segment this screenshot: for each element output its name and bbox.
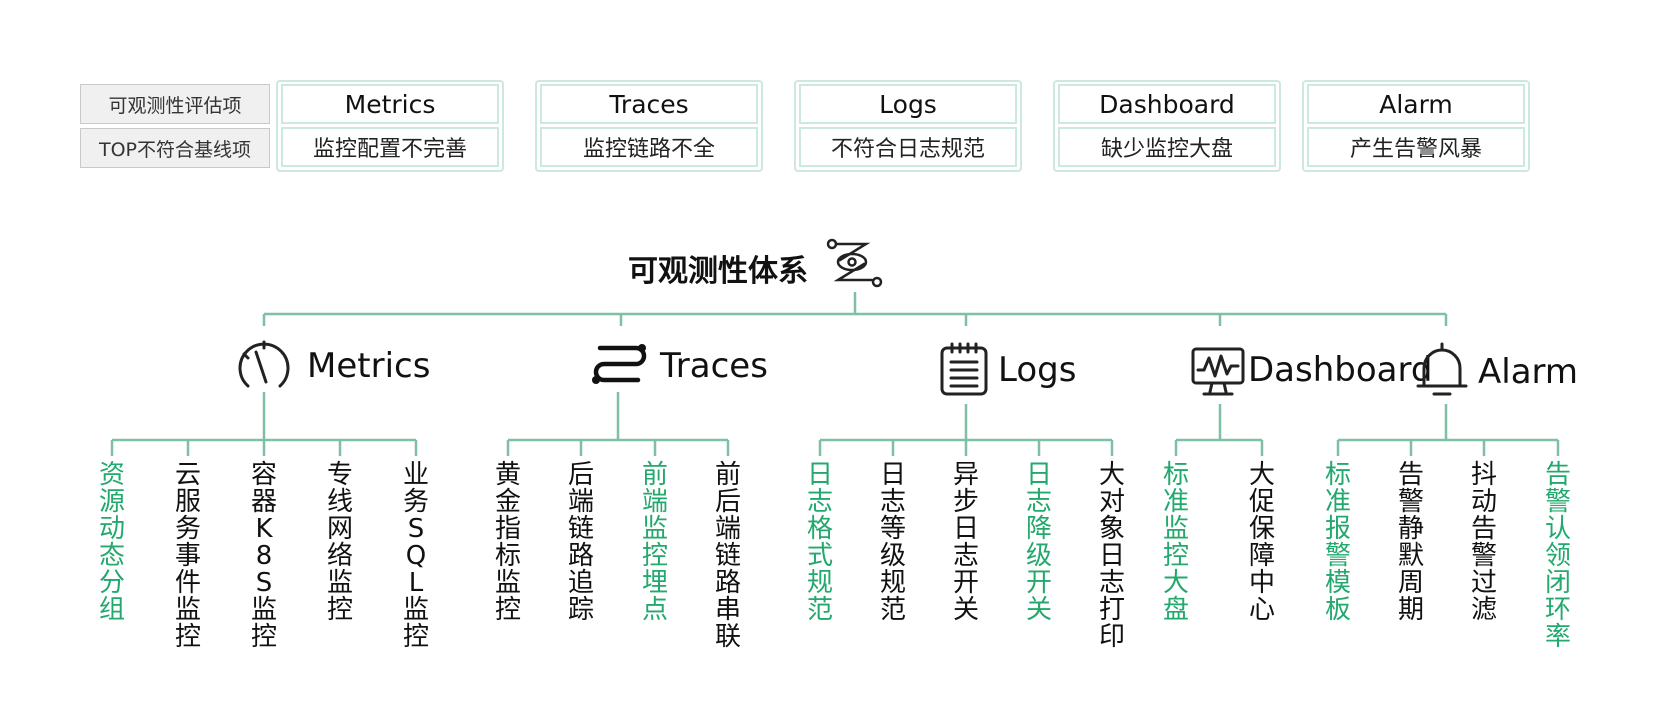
branch-label-alarm: Alarm — [1478, 352, 1579, 392]
trace-path-icon — [592, 344, 647, 384]
monitor-chart-icon — [1191, 347, 1245, 396]
observability-eye-icon — [826, 238, 883, 288]
leaf-item: 日志降级开关 — [1025, 460, 1052, 625]
category-issue: 监控链路不全 — [540, 127, 758, 167]
category-metrics: Metrics 监控配置不完善 — [276, 80, 504, 172]
leaf-item: 云服务事件监控 — [174, 460, 201, 652]
category-name: Dashboard — [1058, 84, 1276, 124]
leaf-item: 异步日志开关 — [952, 460, 979, 625]
tree-root-title: 可观测性体系 — [628, 254, 808, 289]
category-name: Logs — [799, 84, 1017, 124]
leaf-item: 黄金指标监控 — [494, 460, 521, 625]
leaf-item: 业务SQL监控 — [402, 460, 429, 652]
leaf-item: 专线网络监控 — [326, 460, 353, 625]
leaf-item: 容器K8S监控 — [250, 460, 277, 652]
branch-label-dashboard: Dashboard — [1248, 350, 1433, 390]
leaf-item: 后端链路追踪 — [567, 460, 594, 625]
leaf-item: 资源动态分组 — [98, 460, 125, 625]
category-issue: 产生告警风暴 — [1307, 127, 1525, 167]
category-dashboard: Dashboard 缺少监控大盘 — [1053, 80, 1281, 172]
bell-icon — [1416, 342, 1468, 396]
leaf-item: 告警认领闭环率 — [1544, 460, 1571, 652]
category-name: Traces — [540, 84, 758, 124]
branch-label-logs: Logs — [998, 350, 1077, 390]
branch-label-traces: Traces — [660, 346, 768, 386]
category-name: Metrics — [281, 84, 499, 124]
category-issue: 不符合日志规范 — [799, 127, 1017, 167]
category-alarm: Alarm 产生告警风暴 — [1302, 80, 1530, 172]
category-issue: 监控配置不完善 — [281, 127, 499, 167]
leaf-item: 标准监控大盘 — [1162, 460, 1189, 625]
header-row1-label: 可观测性评估项 — [80, 84, 270, 124]
category-name: Alarm — [1307, 84, 1525, 124]
leaf-item: 标准报警模板 — [1324, 460, 1351, 625]
clipboard-list-icon — [940, 342, 988, 396]
leaf-item: 前端监控埋点 — [641, 460, 668, 625]
leaf-item: 大促保障中心 — [1248, 460, 1275, 625]
leaf-item: 前后端链路串联 — [714, 460, 741, 652]
gauge-icon — [238, 340, 290, 388]
header-row2-label: TOP不符合基线项 — [80, 128, 270, 168]
category-traces: Traces 监控链路不全 — [535, 80, 763, 172]
leaf-item: 抖动告警过滤 — [1470, 460, 1497, 625]
leaf-item: 日志格式规范 — [806, 460, 833, 625]
leaf-item: 告警静默周期 — [1397, 460, 1424, 625]
category-issue: 缺少监控大盘 — [1058, 127, 1276, 167]
branch-label-metrics: Metrics — [307, 346, 431, 386]
leaf-item: 日志等级规范 — [879, 460, 906, 625]
leaf-item: 大对象日志打印 — [1098, 460, 1125, 652]
category-logs: Logs 不符合日志规范 — [794, 80, 1022, 172]
